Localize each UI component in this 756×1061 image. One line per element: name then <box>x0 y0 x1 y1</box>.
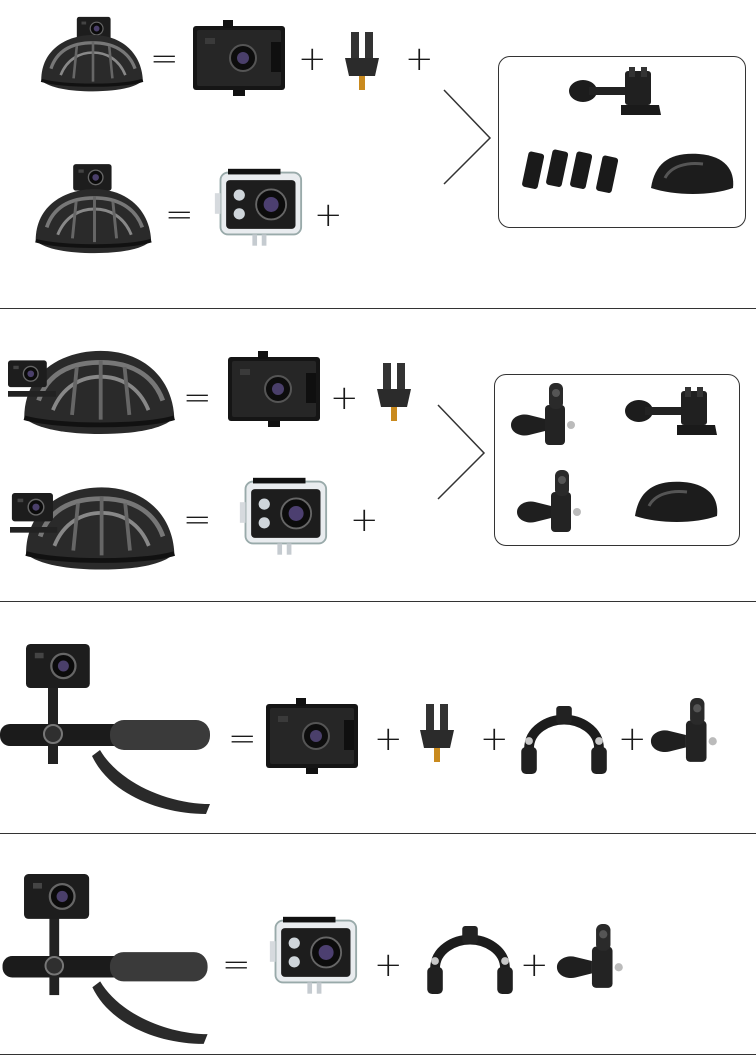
bracket-connector <box>444 90 494 186</box>
tripod-adapter-icon <box>420 704 460 766</box>
accessory-panel <box>498 56 746 228</box>
tripod-adapter-icon <box>345 32 385 94</box>
section-divider <box>0 1054 756 1055</box>
velcro-strap-icon <box>523 149 633 199</box>
plus-sign: + <box>374 722 403 756</box>
helmet-with-top-camera <box>38 0 148 105</box>
equals-sign: = <box>228 722 257 756</box>
equals-sign: = <box>165 198 194 232</box>
plus-sign: + <box>298 42 327 76</box>
waterproof-case-icon <box>213 166 303 256</box>
plus-sign: + <box>520 948 549 982</box>
plus-sign: + <box>330 381 359 415</box>
handlebar-clamp-icon <box>518 706 612 776</box>
sticky-pad-icon <box>635 471 721 531</box>
handlebar-clamp-icon <box>424 926 518 996</box>
helmet-with-side-cased-camera <box>10 479 180 575</box>
buckle-mount-icon <box>625 387 720 437</box>
plus-sign: + <box>618 722 647 756</box>
pivot-arm-icon <box>511 383 583 451</box>
equals-sign: = <box>183 381 212 415</box>
handlebar-with-camera <box>0 644 215 814</box>
pivot-arm-icon <box>556 924 632 994</box>
helmet-with-side-camera <box>8 343 180 439</box>
pivot-arm-icon <box>517 459 589 539</box>
tripod-adapter-icon <box>377 363 417 425</box>
waterproof-case-icon <box>268 914 358 1004</box>
equals-sign: = <box>222 948 251 982</box>
bracket-connector <box>438 405 488 501</box>
helmet-with-cased-camera <box>32 148 157 270</box>
equals-sign: = <box>150 42 179 76</box>
sticky-pad-icon <box>651 143 737 203</box>
section-helmet-side-mount: = + = + <box>0 309 756 601</box>
section-helmet-top-mount: = + + = + <box>0 0 756 308</box>
pivot-arm-icon <box>650 698 726 768</box>
plus-sign: + <box>405 42 434 76</box>
camera-frame-icon <box>266 698 358 776</box>
camera-frame-icon <box>228 351 320 429</box>
section-handlebar-mount-frame: = + + + <box>0 602 756 833</box>
section-handlebar-mount-waterproof-case: = + + <box>0 834 756 1054</box>
camera-frame-icon <box>193 20 285 98</box>
handlebar-with-cased-camera <box>0 874 215 1040</box>
plus-sign: + <box>374 948 403 982</box>
waterproof-case-icon <box>238 475 328 565</box>
buckle-mount-icon <box>569 67 664 117</box>
plus-sign: + <box>480 722 509 756</box>
plus-sign: + <box>350 503 379 537</box>
accessory-panel <box>494 374 740 546</box>
equals-sign: = <box>183 503 212 537</box>
plus-sign: + <box>314 198 343 232</box>
